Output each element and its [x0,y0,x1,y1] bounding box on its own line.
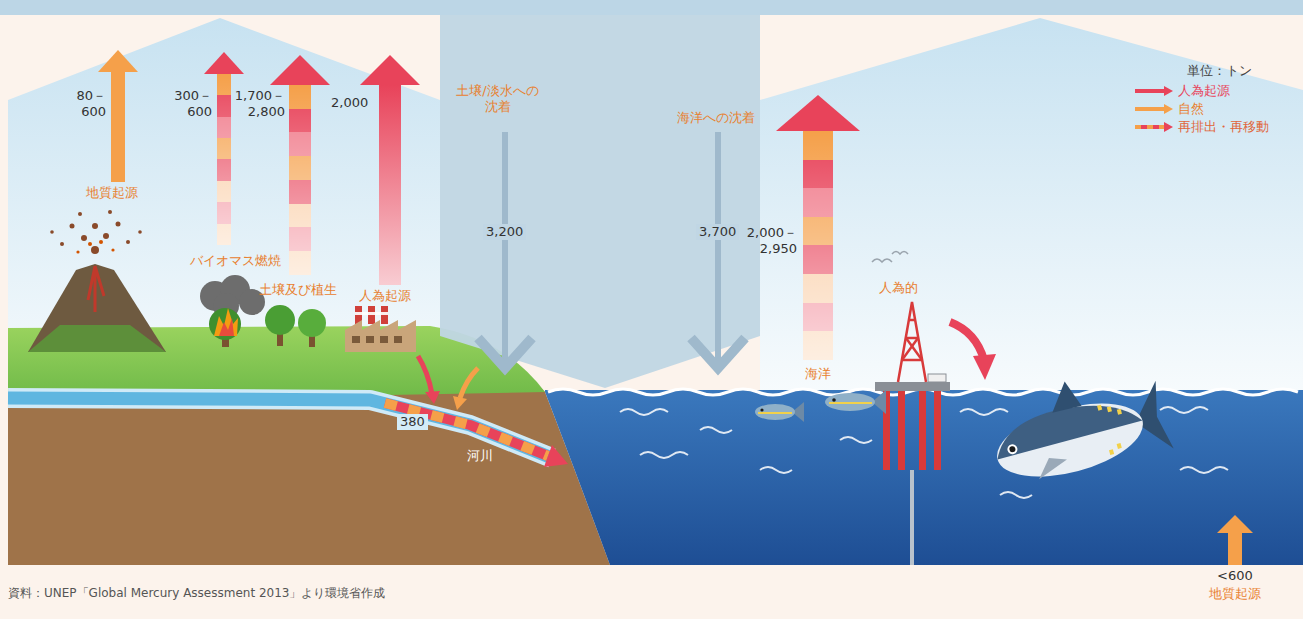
legend-swatch [1135,86,1175,96]
deposition-label: 海洋への沈着 [677,110,755,126]
source-label: 地質起源 [1209,586,1261,602]
deposition-value: 3,200 [483,224,526,240]
source-label: バイオマス燃焼 [190,253,281,269]
emission-value: 80－ 600 [74,88,106,120]
legend-swatch [1135,122,1175,132]
source-label: 土壌及び植生 [259,282,337,298]
deposition-value: 3,700 [696,224,739,240]
emission-value: 300－ 600 [172,88,212,120]
emission-value: 1,700－ 2,800 [232,88,285,120]
legend-label: 自然 [1178,101,1204,117]
legend-swatch [1135,104,1175,114]
deposition-label: 土壌/淡水への 沈着 [455,83,540,115]
legend-entry: 人為起源 [1135,83,1295,99]
legend-label: 人為起源 [1178,83,1230,99]
legend-entry: 再排出・再移動 [1135,119,1295,135]
emission-value: 2,000 [331,95,368,111]
legend-label: 再排出・再移動 [1178,119,1269,135]
flow-value: 380 [397,414,428,430]
emission-value: 2,000－ 2,950 [744,225,797,257]
unit-note: 単位：トン [1187,63,1252,79]
source-label: 地質起源 [86,185,138,201]
river-label: 河川 [467,448,493,464]
source-label: 人為起源 [359,288,411,304]
legend-entry: 自然 [1135,101,1295,117]
emission-value: <600 [1217,568,1253,584]
source-label: 人為的 [879,280,918,296]
source-caption: 資料：UNEP「Global Mercury Assessment 2013」よ… [8,585,385,601]
source-label: 海洋 [805,366,831,382]
